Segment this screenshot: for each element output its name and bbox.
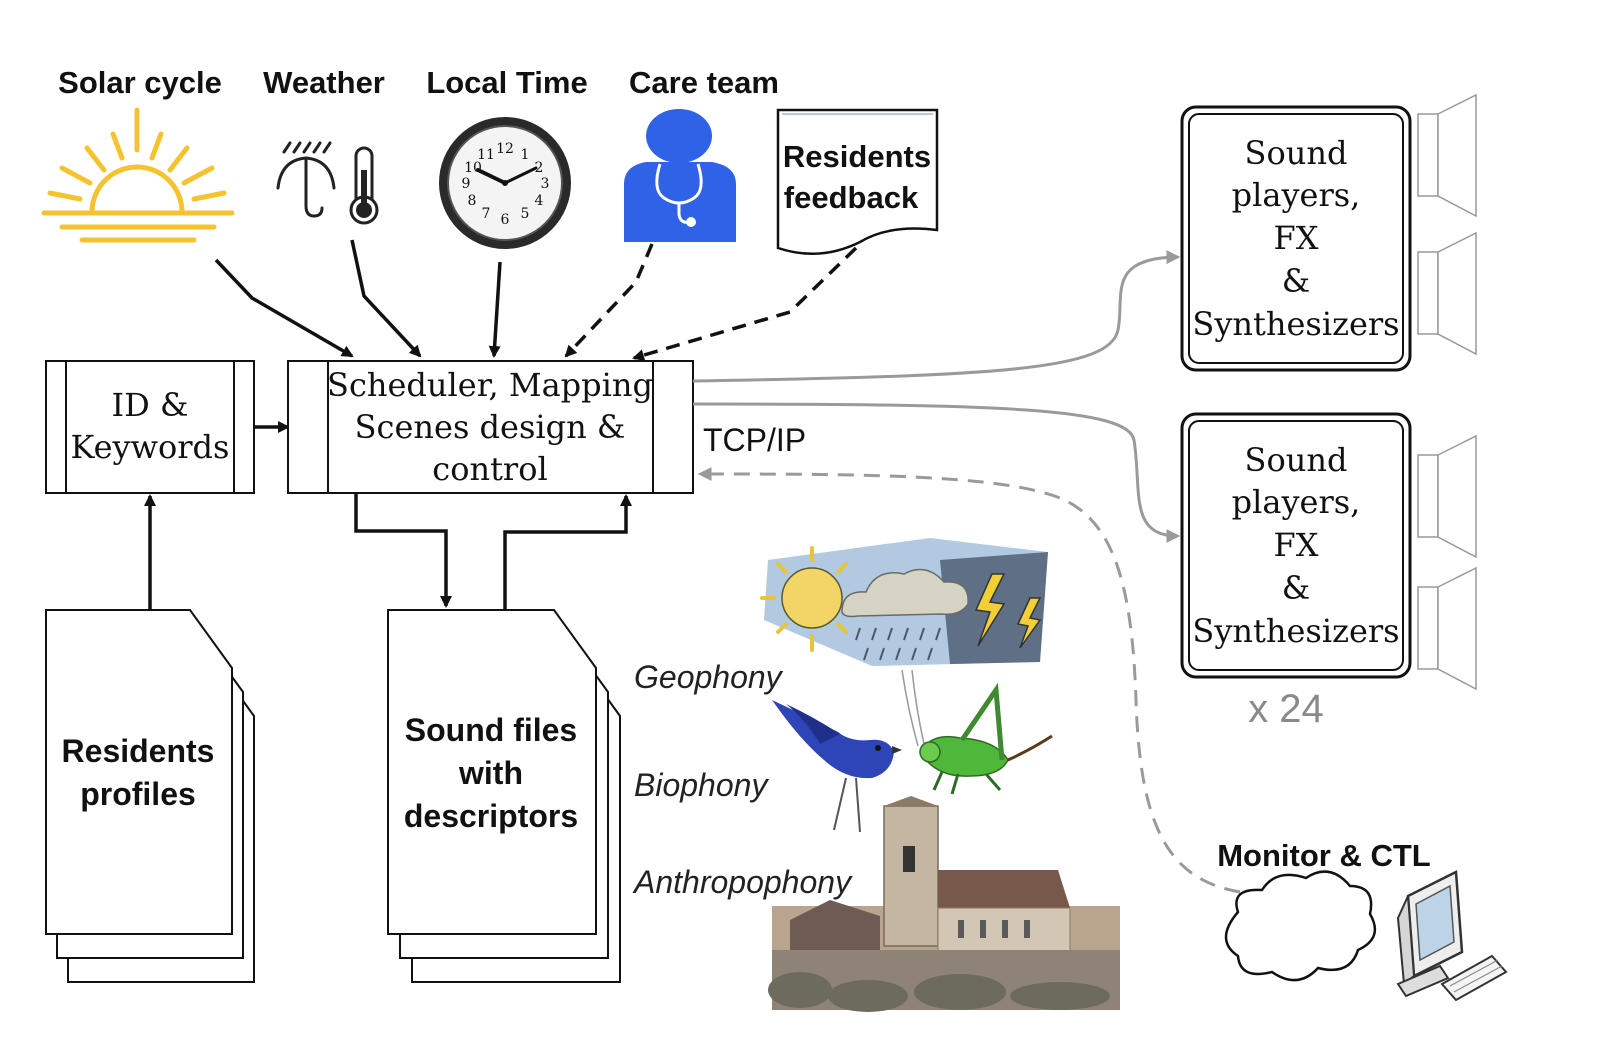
profiles-line-2: profiles: [80, 776, 196, 812]
residents-feedback-document: Residents feedback: [776, 108, 939, 256]
id-keywords-box: ID & Keywords: [45, 360, 255, 494]
tcp-ip-label: TCP/IP: [703, 422, 806, 458]
village-illustration: [768, 796, 1120, 1012]
sound-files-line-3: descriptors: [404, 798, 578, 834]
sound-player-box-2: Sound players, FX & Synthesizers: [1180, 412, 1412, 679]
clock-numeral-6: 6: [501, 212, 510, 228]
scheduler-box: Scheduler, Mapping Scenes design & contr…: [287, 360, 694, 494]
clock-numeral-5: 5: [521, 206, 530, 222]
player-2-line-1: Sound: [1245, 441, 1348, 479]
player-1-line-2: players,: [1232, 176, 1361, 214]
clock-numeral-2: 2: [535, 160, 544, 176]
local-time-label: Local Time: [426, 65, 587, 100]
clock-numeral-9: 9: [462, 176, 471, 192]
input-arrows: [214, 239, 858, 361]
residents-profiles-stack: Residents profiles: [45, 609, 255, 983]
speaker-icon: [1417, 434, 1477, 559]
computer-icon: [1396, 870, 1508, 1002]
clock-numeral-12: 12: [496, 141, 514, 157]
player-2-line-2: players,: [1232, 483, 1361, 521]
monitor-ctl-label: Monitor & CTL: [1217, 838, 1431, 873]
speaker-icon: [1417, 566, 1477, 691]
grasshopper-illustration: [901, 669, 1053, 795]
geophony-label: Geophony: [634, 659, 784, 695]
scheduler-files-arrows: [354, 493, 632, 610]
multiplier-label: x 24: [1248, 687, 1324, 731]
clock-numeral-7: 7: [482, 206, 491, 222]
sound-player-box-1: Sound players, FX & Synthesizers: [1180, 105, 1412, 372]
clock-numeral-11: 11: [477, 147, 495, 163]
thermometer-icon: [349, 146, 379, 225]
sound-files-line-2: with: [458, 755, 523, 791]
bird-illustration: [772, 700, 902, 833]
clock-icon: 12 1 2 3 4 5 6 7 8 9 10 11: [439, 117, 571, 249]
player-1-line-1: Sound: [1245, 134, 1348, 172]
id-keywords-line-2: Keywords: [71, 428, 230, 466]
player-1-line-3: FX: [1274, 219, 1319, 257]
solar-cycle-label: Solar cycle: [58, 65, 222, 100]
clock-numeral-3: 3: [541, 176, 550, 192]
feedback-line-2: feedback: [784, 180, 919, 215]
umbrella-icon: [276, 141, 336, 218]
output-arrows: [692, 250, 1241, 894]
cloud-icon: [1224, 870, 1377, 982]
player-2-line-3: FX: [1274, 526, 1319, 564]
clock-numeral-8: 8: [468, 193, 477, 209]
scheduler-line-3: control: [432, 450, 547, 488]
clock-numeral-10: 10: [464, 160, 482, 176]
weather-illustration: [760, 538, 1048, 666]
feedback-line-1: Residents: [783, 139, 931, 174]
clock-numeral-4: 4: [535, 193, 544, 209]
care-team-icon: [624, 109, 736, 242]
clock-numeral-1: 1: [521, 147, 530, 163]
profiles-line-1: Residents: [62, 733, 215, 769]
speaker-icon: [1417, 231, 1477, 356]
sound-files-line-1: Sound files: [405, 712, 577, 748]
sound-files-stack: Sound files with descriptors: [387, 609, 621, 983]
speaker-icon: [1417, 93, 1477, 218]
player-1-line-5: Synthesizers: [1192, 305, 1399, 343]
scheduler-line-2: Scenes design &: [355, 408, 626, 446]
anthropophony-label: Anthropophony: [632, 864, 853, 900]
player-2-line-5: Synthesizers: [1192, 612, 1399, 650]
care-team-label: Care team: [629, 65, 779, 100]
biophony-label: Biophony: [634, 767, 769, 803]
player-1-line-4: &: [1282, 262, 1310, 300]
id-keywords-line-1: ID &: [112, 386, 189, 424]
weather-label: Weather: [263, 65, 385, 100]
sun-icon: [41, 107, 235, 243]
player-2-line-4: &: [1282, 569, 1310, 607]
scheduler-line-1: Scheduler, Mapping: [327, 366, 653, 404]
